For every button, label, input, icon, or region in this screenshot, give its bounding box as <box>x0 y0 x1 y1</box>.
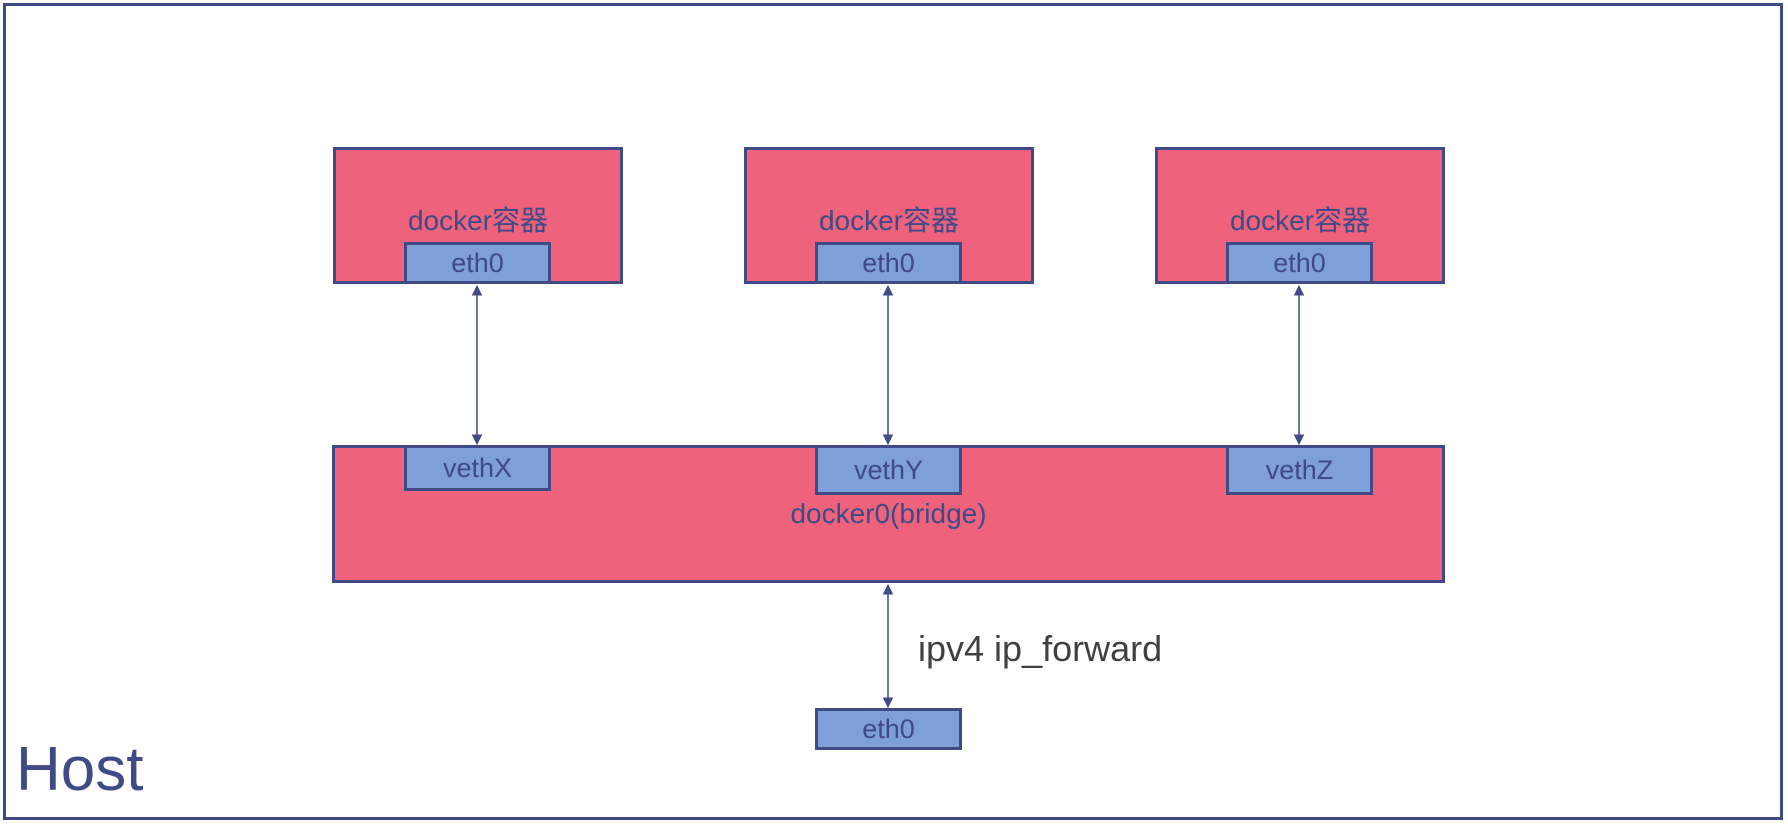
host-frame <box>3 3 1783 820</box>
docker-container-3-label: docker容器 <box>1229 205 1371 236</box>
bridge-veth-y: vethY <box>815 445 962 495</box>
bridge-label: docker0(bridge) <box>790 498 987 529</box>
ip-forward-label: ipv4 ip_forward <box>918 628 1163 669</box>
host-label: Host <box>16 735 144 804</box>
bridge-veth-x: vethX <box>404 445 551 491</box>
docker-container-1-label: docker容器 <box>407 205 549 236</box>
docker-container-2-label: docker容器 <box>818 205 960 236</box>
container-3-eth0: eth0 <box>1226 242 1373 284</box>
bridge-veth-z: vethZ <box>1226 445 1373 495</box>
host-eth0: eth0 <box>815 708 962 750</box>
container-2-eth0: eth0 <box>815 242 962 284</box>
container-1-eth0: eth0 <box>404 242 551 284</box>
